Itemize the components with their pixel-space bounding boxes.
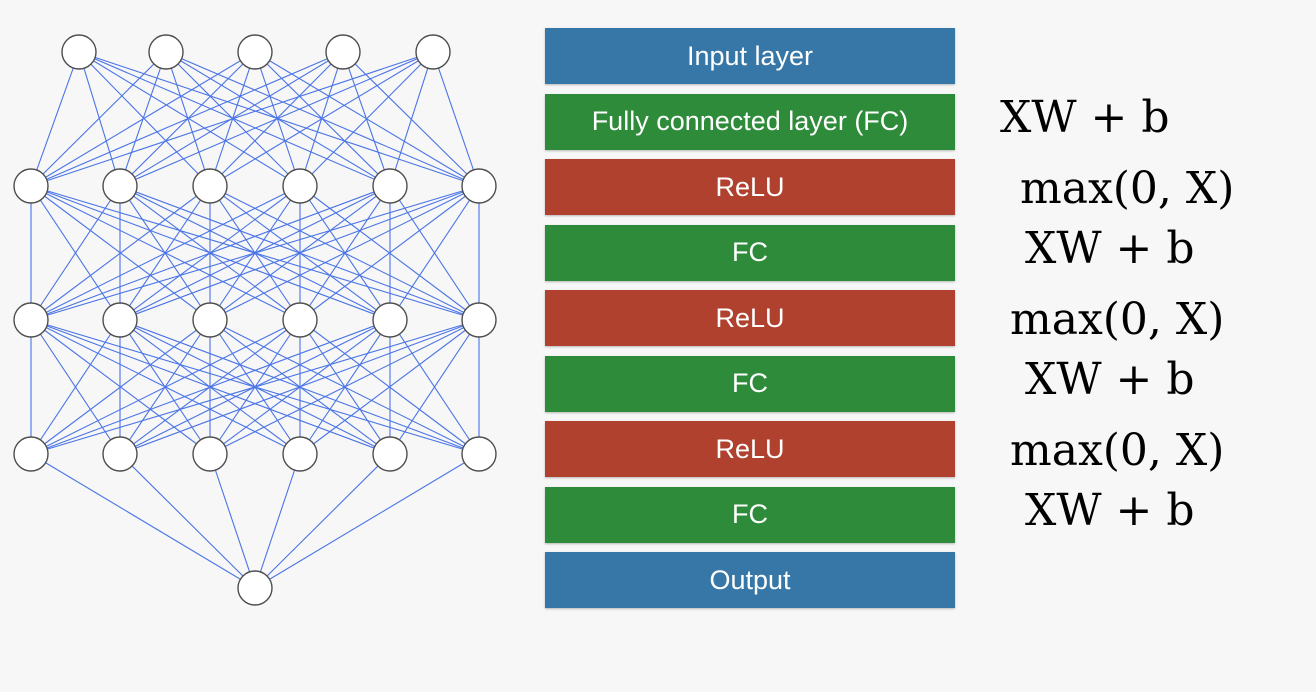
network-edge	[119, 185, 480, 321]
layer-formula: XW + b	[1025, 484, 1195, 536]
layer-formula: max(0, X)	[1010, 425, 1225, 476]
layer-label: ReLU	[715, 171, 785, 202]
network-edges	[30, 51, 480, 589]
neuron-layer-4	[461, 436, 497, 472]
neuron-layer-3	[102, 302, 138, 338]
neuron-layer-5	[237, 570, 273, 606]
layer-label: Output	[709, 564, 791, 595]
network-edge	[254, 453, 391, 589]
network-edge	[432, 51, 480, 187]
network-edge	[30, 319, 301, 455]
layer-box-relu: ReLU	[545, 159, 955, 215]
neuron-layer-1	[61, 34, 97, 70]
neuron-layer-2	[461, 168, 497, 204]
network-edge	[299, 319, 480, 455]
layer-box-input-layer: Input layer	[545, 28, 955, 84]
network-edge	[254, 453, 480, 589]
layer-box-fully-connected-layer-fc: Fully connected layer (FC)	[545, 93, 955, 150]
neural-network-graph	[13, 34, 497, 606]
network-edge	[30, 51, 344, 187]
network-edge	[209, 319, 480, 455]
layer-formula: max(0, X)	[1010, 294, 1225, 345]
layer-box-fc: FC	[545, 224, 955, 281]
network-edge	[30, 319, 391, 455]
layer-label: FC	[732, 237, 768, 267]
layer-label: ReLU	[715, 302, 785, 333]
network-edge	[78, 51, 211, 187]
neuron-layer-2	[102, 168, 138, 204]
layer-formula: XW + b	[1000, 91, 1170, 143]
neuron-layer-1	[325, 34, 361, 70]
network-edge	[389, 51, 434, 187]
layer-box-fc: FC	[545, 355, 955, 412]
neuron-layer-1	[415, 34, 451, 70]
network-edge	[78, 51, 301, 187]
network-edge	[389, 185, 480, 321]
layer-box-output: Output	[545, 552, 955, 608]
neuron-layer-3	[461, 302, 497, 338]
neuron-layer-4	[282, 436, 318, 472]
layer-label: FC	[732, 499, 768, 529]
layer-label: ReLU	[715, 433, 785, 464]
network-neurons	[13, 34, 497, 606]
layer-formula: XW + b	[1025, 353, 1195, 405]
network-edge	[30, 51, 256, 187]
layer-box-fc: FC	[545, 486, 955, 543]
neuron-layer-3	[372, 302, 408, 338]
network-edge	[254, 453, 301, 589]
neuron-layer-1	[148, 34, 184, 70]
network-edge	[30, 185, 121, 321]
network-edge	[30, 51, 167, 187]
network-edge	[30, 185, 391, 321]
layer-label: Input layer	[686, 40, 814, 71]
network-edge	[299, 185, 480, 321]
neuron-layer-3	[192, 302, 228, 338]
layer-formula: XW + b	[1025, 222, 1195, 274]
network-edge	[299, 51, 434, 187]
neuron-layer-3	[282, 302, 318, 338]
network-edge	[30, 319, 121, 455]
layer-box-relu: ReLU	[545, 421, 955, 477]
neuron-layer-4	[192, 436, 228, 472]
neuron-layer-4	[13, 436, 49, 472]
neuron-layer-2	[282, 168, 318, 204]
layer-formula: max(0, X)	[1020, 163, 1235, 214]
neuron-layer-4	[102, 436, 138, 472]
network-edge	[78, 51, 391, 187]
network-edge	[78, 51, 121, 187]
network-edge	[30, 319, 480, 455]
network-edge	[30, 51, 434, 187]
neuron-layer-2	[372, 168, 408, 204]
network-edge	[30, 185, 480, 321]
neuron-layer-1	[237, 34, 273, 70]
neuron-layer-3	[13, 302, 49, 338]
network-edge	[30, 51, 80, 187]
network-edge	[119, 319, 480, 455]
network-edge	[209, 51, 434, 187]
network-edge	[209, 185, 480, 321]
network-edge	[209, 453, 256, 589]
neuron-layer-4	[372, 436, 408, 472]
neuron-layer-2	[192, 168, 228, 204]
network-edge	[30, 185, 211, 321]
neuron-layer-2	[13, 168, 49, 204]
network-edge	[389, 319, 480, 455]
network-edge	[30, 185, 301, 321]
layer-label: FC	[732, 368, 768, 398]
network-edge	[119, 51, 434, 187]
network-edge	[30, 319, 211, 455]
network-edge	[119, 453, 256, 589]
layer-box-relu: ReLU	[545, 290, 955, 346]
network-edge	[30, 453, 256, 589]
layer-label: Fully connected layer (FC)	[591, 106, 909, 136]
